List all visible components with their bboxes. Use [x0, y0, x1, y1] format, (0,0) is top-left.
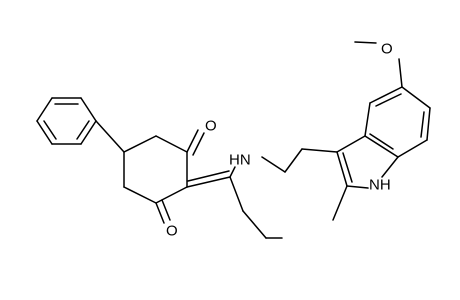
bond	[187, 170, 230, 182]
bond	[36, 120, 53, 145]
oxygen-label-top: O	[205, 118, 217, 135]
cyclohexanedione-ring	[123, 135, 188, 204]
bond	[229, 176, 244, 212]
bond	[420, 111, 425, 138]
bond	[186, 129, 199, 153]
indole-pyrrole-ring	[336, 135, 399, 189]
bond	[364, 135, 399, 158]
phenyl-ring	[36, 97, 97, 145]
bond	[43, 120, 57, 140]
bond	[342, 152, 353, 183]
oxygen-label-methoxy: O	[381, 41, 393, 58]
bond	[381, 156, 399, 178]
bond	[426, 107, 431, 141]
bond	[369, 86, 403, 104]
indole-nh-label: NH	[369, 177, 391, 194]
bond	[354, 41, 377, 44]
bond	[80, 120, 97, 145]
bond	[155, 135, 188, 153]
bond	[242, 210, 267, 239]
bond	[401, 86, 431, 109]
bond	[123, 135, 157, 153]
bond	[369, 133, 394, 150]
bond	[123, 186, 157, 204]
bond	[36, 97, 53, 122]
bond	[336, 151, 348, 187]
bond	[76, 120, 90, 140]
bond	[161, 199, 171, 221]
bond	[155, 202, 165, 224]
bond	[398, 58, 403, 88]
bond	[336, 135, 366, 153]
bond	[397, 139, 428, 158]
bond	[186, 176, 231, 188]
bond	[95, 120, 125, 153]
bond	[261, 156, 286, 173]
bond	[192, 132, 205, 156]
bond	[375, 93, 402, 107]
bond	[332, 185, 348, 221]
bond	[346, 185, 369, 189]
bond	[80, 97, 97, 122]
bond	[229, 166, 236, 178]
amine-nh-label: HN	[229, 152, 251, 169]
bond	[284, 148, 303, 173]
oxygen-label-bottom: O	[166, 223, 178, 240]
indole-benzene-ring	[364, 86, 431, 158]
bond	[364, 102, 371, 137]
bond	[301, 148, 338, 153]
bond	[155, 186, 188, 204]
